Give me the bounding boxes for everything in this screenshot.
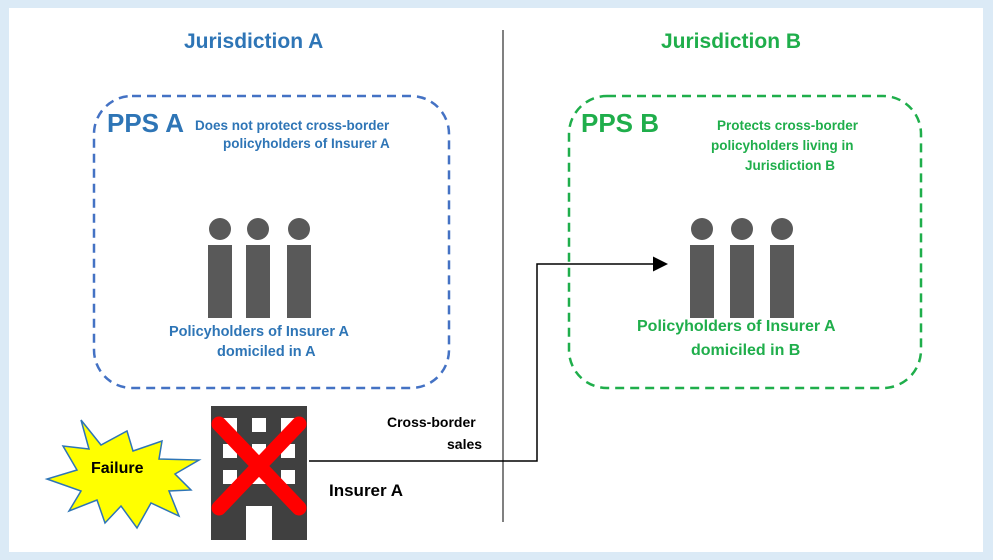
policyholders-a-label-line-1: Policyholders of Insurer A: [169, 324, 349, 340]
pps-b-note-line-2: policyholders living in: [711, 138, 854, 153]
policyholders-b-label-line-2: domiciled in B: [691, 342, 801, 359]
pps-a-boundary: [92, 94, 451, 390]
pps-a-note-line-1: Does not protect cross-border: [195, 118, 390, 133]
diagram-canvas: Jurisdiction A PPS A Does not protect cr…: [9, 8, 983, 552]
policyholders-b-label-line-1: Policyholders of Insurer A: [637, 318, 836, 335]
cross-border-sales-label-line-2: sales: [447, 436, 483, 452]
red-cross-icon: [211, 416, 307, 516]
insurer-a-label: Insurer A: [329, 481, 404, 500]
pps-b-label: PPS B: [581, 108, 660, 138]
pps-b-note-line-1: Protects cross-border: [717, 118, 859, 133]
diagram-graphics: [44, 30, 923, 540]
pps-b-note-line-3: Jurisdiction B: [745, 158, 836, 173]
person-group-icon: [208, 218, 311, 318]
policyholders-a-label-line-2: domiciled in A: [217, 344, 316, 360]
pps-a-note-line-2: policyholders of Insurer A: [223, 136, 390, 151]
jurisdiction-b-heading: Jurisdiction B: [661, 30, 802, 53]
pps-b-boundary: [567, 94, 923, 390]
jurisdiction-a-heading: Jurisdiction A: [184, 30, 324, 53]
person-group-icon: [690, 218, 794, 318]
cross-border-sales-label-line-1: Cross-border: [387, 414, 476, 430]
failure-label: Failure: [91, 460, 144, 477]
pps-a-label: PPS A: [107, 108, 185, 138]
cross-border-sales-arrow: [309, 256, 668, 462]
explosion-burst-icon: [44, 419, 202, 530]
